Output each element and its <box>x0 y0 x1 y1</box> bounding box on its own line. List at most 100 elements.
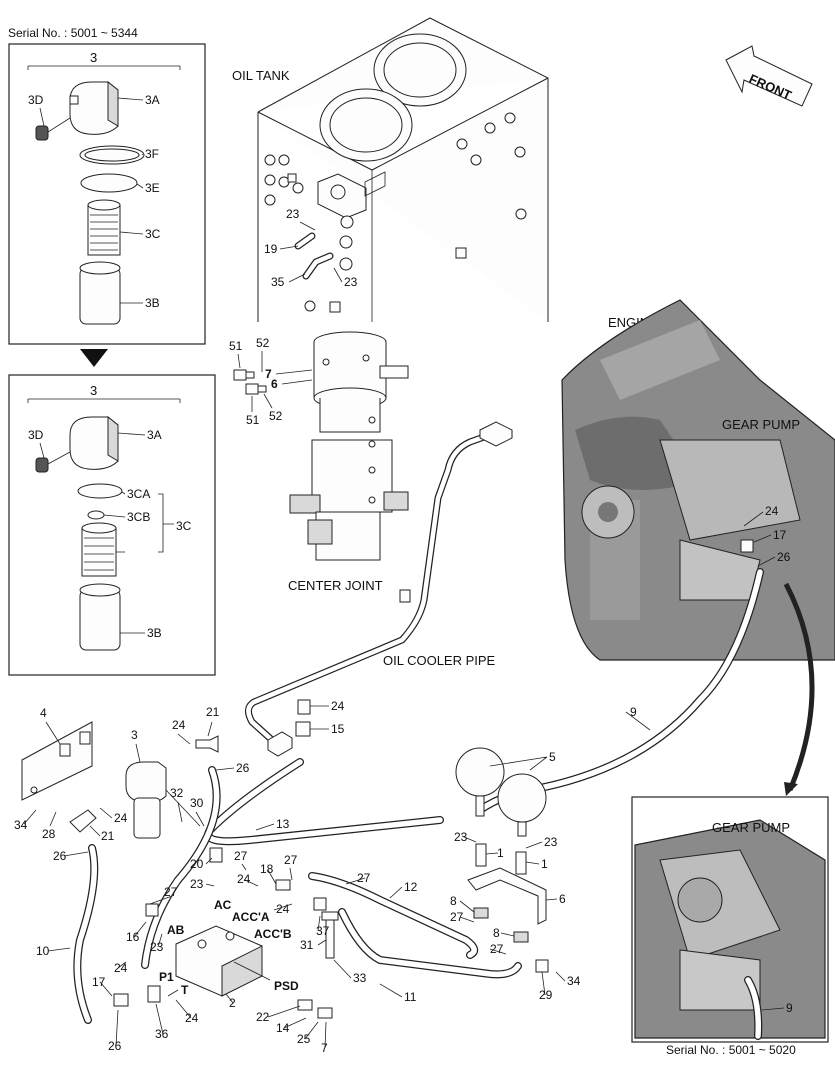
down-arrow-icon <box>80 349 108 367</box>
label-16: 16 <box>126 930 140 944</box>
case-3b-icon <box>79 261 121 325</box>
filter-assembly-3-icon <box>125 761 201 839</box>
hose-10-icon <box>73 844 99 1024</box>
elbow-fitting-35-icon <box>302 252 334 280</box>
label-27: 27 <box>234 849 248 863</box>
o-ring-3ca-icon <box>77 483 123 499</box>
label-32: 32 <box>170 786 184 800</box>
label-6: 6 <box>271 377 278 391</box>
label-5: 5 <box>549 750 556 764</box>
bracket-6-icon <box>467 867 547 925</box>
label-8: 8 <box>493 926 500 940</box>
valve-block-2-icon <box>175 925 271 997</box>
hose-12-icon <box>308 872 479 959</box>
bracket-panel-4-icon <box>21 721 93 801</box>
label-3: 3 <box>131 728 138 742</box>
label-52: 52 <box>269 409 283 423</box>
label-3b: 3B <box>147 626 162 640</box>
label-12: 12 <box>404 880 418 894</box>
plug-29-icon <box>535 959 549 973</box>
center-joint-icon <box>289 331 409 561</box>
label-6: 6 <box>559 892 566 906</box>
label-23: 23 <box>286 207 300 221</box>
port-label-acc-a: ACC'A <box>232 910 270 924</box>
label-37: 37 <box>316 924 330 938</box>
filter-detail-box-2 <box>8 374 216 676</box>
hose-11-icon <box>338 908 522 979</box>
fittings-51-52-icon <box>233 369 267 395</box>
center-joint-title: CENTER JOINT <box>288 578 383 593</box>
filter-box-1-title: 3 <box>90 50 97 65</box>
label-7: 7 <box>321 1041 328 1055</box>
label-23: 23 <box>544 835 558 849</box>
oil-cooler-pipe-icon <box>245 421 513 757</box>
o-ring-3cb-icon <box>87 510 105 520</box>
label-23: 23 <box>454 830 468 844</box>
label-13: 13 <box>276 817 290 831</box>
engine-fittings-icon <box>740 539 754 553</box>
nuts-8-icon <box>473 907 529 943</box>
label-3d: 3D <box>28 93 44 107</box>
label-3c: 3C <box>176 519 192 533</box>
label-24: 24 <box>114 961 128 975</box>
label-24: 24 <box>114 811 128 825</box>
label-24: 24 <box>331 699 345 713</box>
filter-detail-box-1 <box>8 43 206 345</box>
label-34: 34 <box>567 974 581 988</box>
hose-30-icon <box>141 766 221 969</box>
serial-number-bottom: Serial No. : 5001 ~ 5020 <box>666 1043 796 1057</box>
label-4: 4 <box>40 706 47 720</box>
label-3b: 3B <box>145 296 160 310</box>
label-33: 33 <box>353 971 367 985</box>
label-23: 23 <box>150 940 164 954</box>
label-27: 27 <box>490 942 504 956</box>
label-23: 23 <box>190 877 204 891</box>
oil-tank-icon <box>257 17 549 322</box>
gear-pump-inset-photo <box>634 819 826 1040</box>
port-label-psd: PSD <box>274 979 299 993</box>
label-1: 1 <box>497 846 504 860</box>
small-fittings-icon <box>113 699 333 1019</box>
label-3a: 3A <box>145 93 160 107</box>
adapter-1-icon <box>475 843 527 875</box>
port-label-ac: AC <box>214 898 232 912</box>
gear-pump-inset-title: GEAR PUMP <box>712 820 790 835</box>
label-3c: 3C <box>145 227 161 241</box>
label-22: 22 <box>256 1010 270 1024</box>
port-label-t: T <box>181 983 189 997</box>
oil-cooler-pipe-title: OIL COOLER PIPE <box>383 653 496 668</box>
label-27: 27 <box>164 885 178 899</box>
label-1: 1 <box>541 857 548 871</box>
elbow-fitting-19-icon <box>294 232 316 250</box>
label-34: 34 <box>14 818 28 832</box>
label-15: 15 <box>331 722 345 736</box>
label-26: 26 <box>236 761 250 775</box>
port-label-p1: P1 <box>159 970 174 984</box>
bolt-3d-icon <box>35 117 71 141</box>
bolt-3d-icon <box>35 451 71 473</box>
label-51: 51 <box>246 413 260 427</box>
filter-box-2-title: 3 <box>90 383 97 398</box>
gear-pump-inset-box <box>631 796 829 1043</box>
label-24: 24 <box>172 718 186 732</box>
label-26: 26 <box>53 849 67 863</box>
label-52: 52 <box>256 336 270 350</box>
label-36: 36 <box>155 1027 169 1041</box>
label-9: 9 <box>786 1001 793 1015</box>
label-19: 19 <box>264 242 278 256</box>
label-26: 26 <box>108 1039 122 1053</box>
label-10: 10 <box>36 944 50 958</box>
port-label-acc-b: ACC'B <box>254 927 292 941</box>
label-26: 26 <box>777 550 791 564</box>
gear-pump-title: GEAR PUMP <box>722 417 800 432</box>
accumulator-5-icon <box>455 747 547 837</box>
label-21: 21 <box>206 705 220 719</box>
label-9: 9 <box>630 705 637 719</box>
port-label-ab: AB <box>167 923 185 937</box>
elbow-fitting-21-icon <box>195 735 219 753</box>
oil-tank-title: OIL TANK <box>232 68 290 83</box>
callout-arrow-icon <box>783 582 815 791</box>
filter-head-3a-icon <box>69 415 119 470</box>
label-3f: 3F <box>145 147 159 161</box>
label-31: 31 <box>300 938 314 952</box>
